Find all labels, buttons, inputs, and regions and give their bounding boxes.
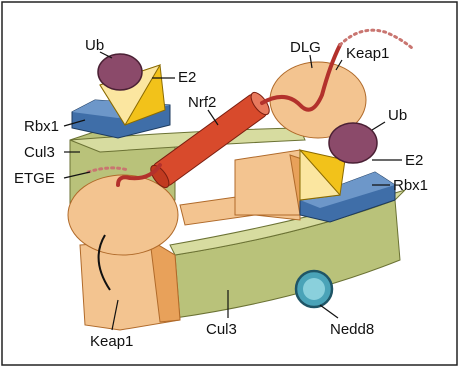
label-keap1-top: Keap1 [346, 45, 389, 62]
label-nedd8: Nedd8 [330, 321, 374, 338]
label-etge: ETGE [14, 170, 55, 187]
leader-ub-right [372, 122, 385, 130]
label-ub-top: Ub [85, 37, 104, 54]
label-rbx1-right: Rbx1 [393, 177, 428, 194]
keap1-kelch-lower [68, 175, 178, 255]
label-e2-right: E2 [405, 152, 423, 169]
label-cul3-left: Cul3 [24, 144, 55, 161]
label-keap1-bottom: Keap1 [90, 333, 133, 350]
label-e2-top: E2 [178, 69, 196, 86]
label-ub-right: Ub [388, 107, 407, 124]
label-nrf2: Nrf2 [188, 94, 216, 111]
label-dlg: DLG [290, 39, 321, 56]
label-rbx1-left: Rbx1 [24, 118, 59, 135]
label-cul3-bottom: Cul3 [206, 321, 237, 338]
ub-right [329, 123, 377, 163]
nedd8-inner [303, 278, 325, 300]
leader-nedd8 [320, 305, 338, 318]
ub-left [98, 54, 142, 90]
